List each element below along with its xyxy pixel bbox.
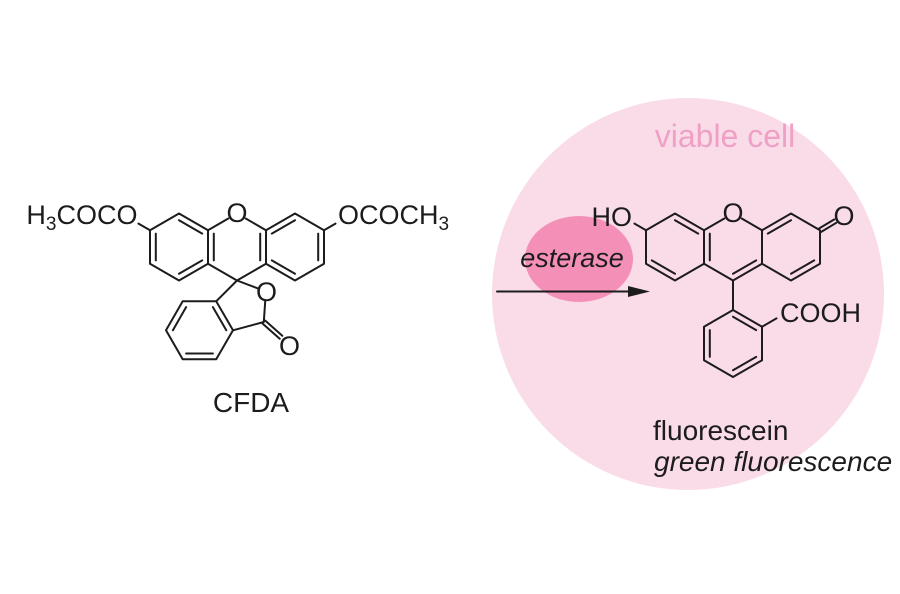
left-ester-sub: 3 <box>46 214 57 235</box>
cfda-structure: O O O H3COCO OCOCH3 CFDA <box>26 198 449 418</box>
cfda-carbonyl-oxygen: O <box>279 331 300 361</box>
fluorescein-xanthene-oxygen: O <box>722 198 743 228</box>
fluorescein-carboxyl-label: COOH <box>780 298 861 328</box>
cfda-bonds <box>137 212 337 361</box>
cfda-right-ester-group: OCOCH3 <box>338 200 449 235</box>
cfda-lactone-oxygen: O <box>256 277 277 307</box>
substrate-name-label: CFDA <box>213 387 290 418</box>
viable-cell-label: viable cell <box>655 118 796 154</box>
right-ester-sub: 3 <box>439 214 450 235</box>
reaction-arrow <box>496 286 650 297</box>
arrow-head-icon <box>628 286 650 297</box>
esterase-blob <box>525 216 633 302</box>
fluorescein-hydroxyl-label: HO <box>592 202 633 232</box>
cfda-xanthene-oxygen: O <box>226 198 247 228</box>
cfda-double-bonds <box>154 219 320 355</box>
cfda-left-ester-group: H3COCO <box>26 200 137 235</box>
fluorescein-ketone-oxygen: O <box>833 201 854 231</box>
right-ester-main: OCOCH <box>338 200 439 230</box>
left-ester-h: H <box>26 200 46 230</box>
left-ester-rest: COCO <box>57 200 138 230</box>
product-property-label: green fluorescence <box>654 446 892 477</box>
esterase-label: esterase <box>520 243 624 273</box>
fluorescein-bonds <box>633 212 821 378</box>
fluorescein-double-bonds <box>650 218 838 372</box>
fluorescein-structure: HO O O COOH fluorescein green fluorescen… <box>592 198 893 477</box>
product-name-label: fluorescein <box>653 415 788 446</box>
viable-cell-region <box>492 98 884 490</box>
